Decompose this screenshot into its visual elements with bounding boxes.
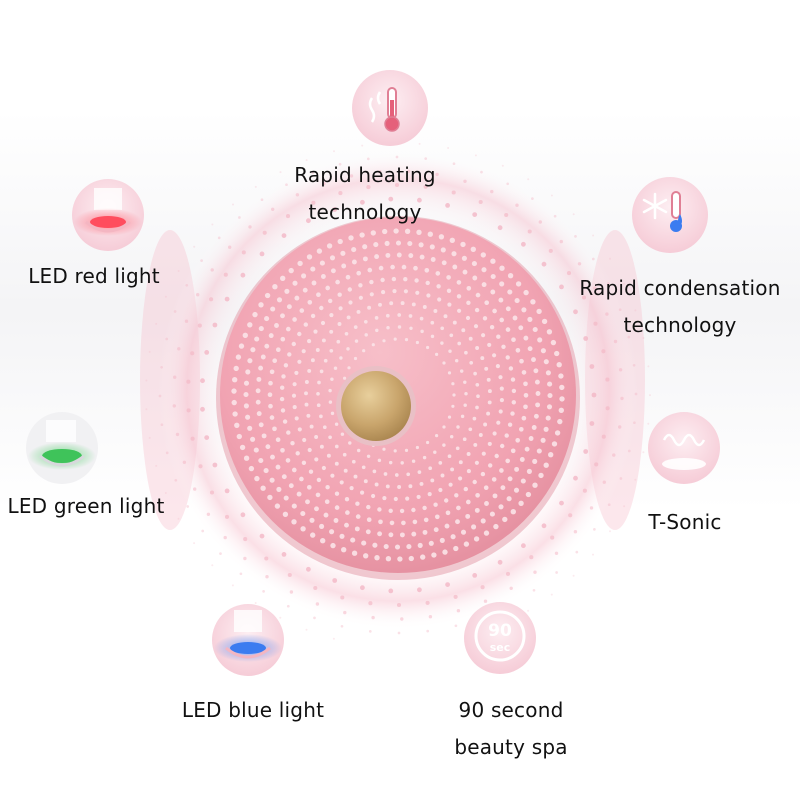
sonic-wave-icon [648, 412, 720, 484]
feature-rapid-heating-line1: Rapid heating [294, 163, 436, 187]
snowflake-droplet-icon [632, 177, 708, 253]
feature-90-second-spa: 90 second beauty spa [440, 692, 582, 766]
thermometer-heat-icon [352, 70, 428, 146]
led-green-lamp-icon [26, 412, 98, 484]
feature-90-second-spa-line2: beauty spa [454, 735, 568, 759]
feature-rapid-condensation-line1: Rapid condensation [579, 276, 781, 300]
feature-rapid-heating: Rapid heating technology [280, 157, 450, 231]
cleansing-device [216, 216, 580, 580]
feature-rapid-heating-line2: technology [308, 200, 422, 224]
feature-led-blue-label: LED blue light [181, 698, 325, 722]
feature-rapid-condensation: Rapid condensation technology [565, 270, 795, 344]
timer-90-icon: 90 sec [464, 602, 536, 674]
feature-t-sonic-label: T-Sonic [648, 510, 722, 534]
center-button [341, 371, 411, 441]
feature-led-blue: LED blue light [170, 692, 336, 729]
feature-90-second-spa-line1: 90 second [458, 698, 564, 722]
feature-led-green-label: LED green light [7, 494, 165, 518]
timer-unit: sec [490, 641, 511, 654]
feature-t-sonic: T-Sonic [630, 504, 740, 541]
timer-number: 90 [488, 621, 512, 641]
led-red-lamp-icon [72, 179, 144, 251]
feature-led-red-label: LED red light [28, 264, 160, 288]
feature-led-green: LED green light [0, 488, 172, 525]
silicone-bristles [231, 228, 565, 562]
feature-led-red: LED red light [14, 258, 174, 295]
feature-rapid-condensation-line2: technology [623, 313, 737, 337]
dot-pattern-ring [145, 142, 651, 640]
led-blue-lamp-icon [212, 604, 284, 676]
